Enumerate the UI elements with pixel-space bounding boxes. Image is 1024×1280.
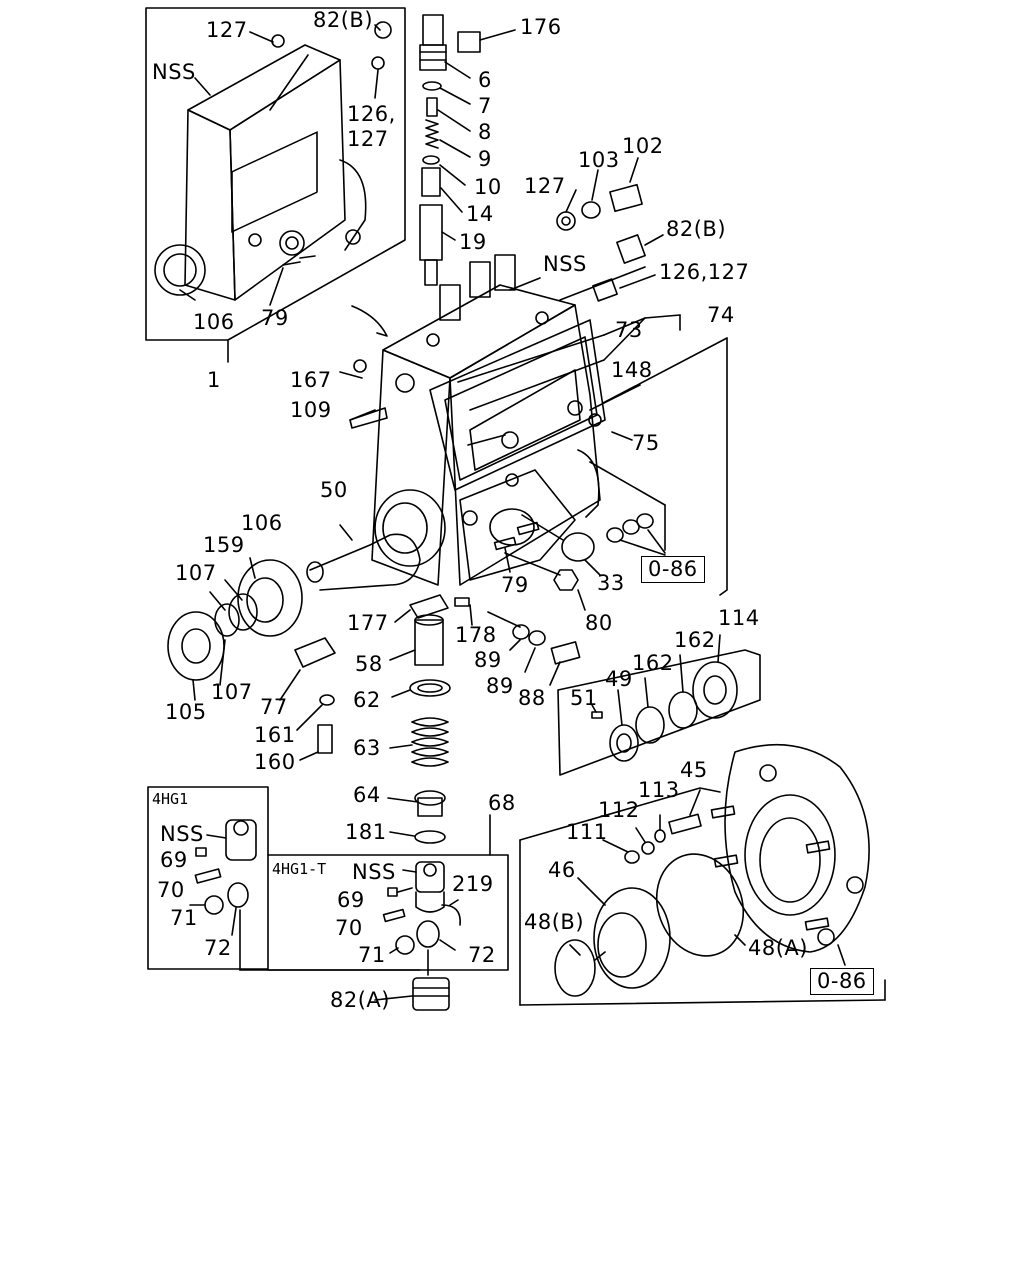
label-106: 106 <box>241 511 283 535</box>
box-4hg1t <box>267 814 509 1011</box>
label-127: 127 <box>206 18 248 42</box>
label-10: 10 <box>474 175 502 199</box>
label-105: 105 <box>165 700 207 724</box>
housing-inset <box>145 7 406 363</box>
delivery-valve-stack <box>419 14 471 286</box>
label-79: 79 <box>501 573 529 597</box>
label-51: 51 <box>570 686 598 710</box>
bearing-group <box>557 634 761 776</box>
label-161: 161 <box>254 723 296 747</box>
label-103: 103 <box>578 148 620 172</box>
label-4hg1-t: 4HG1-T <box>272 860 327 878</box>
label-50: 50 <box>320 478 348 502</box>
label-45: 45 <box>680 758 708 782</box>
label-4hg1: 4HG1 <box>152 790 189 808</box>
label-nss: NSS <box>543 252 587 276</box>
label-19: 19 <box>459 230 487 254</box>
label-167: 167 <box>290 368 332 392</box>
label-nss: NSS <box>160 822 204 846</box>
label-70: 70 <box>157 878 185 902</box>
label-126-127: 126,127 <box>659 260 750 284</box>
label-64: 64 <box>353 783 381 807</box>
label-63: 63 <box>353 736 381 760</box>
label-70: 70 <box>335 916 363 940</box>
fittings-upper-right <box>556 157 664 302</box>
label-58: 58 <box>355 652 383 676</box>
label-88: 88 <box>518 686 546 710</box>
label-159: 159 <box>203 533 245 557</box>
label-75: 75 <box>632 431 660 455</box>
label-9: 9 <box>478 147 492 171</box>
label-49: 49 <box>605 667 633 691</box>
label-127: 127 <box>524 174 566 198</box>
label-160: 160 <box>254 750 296 774</box>
label-177: 177 <box>347 611 389 635</box>
label-162: 162 <box>632 651 674 675</box>
label-33: 33 <box>597 571 625 595</box>
label-114: 114 <box>718 606 760 630</box>
label-126: 126, <box>347 102 396 126</box>
label-71: 71 <box>170 906 198 930</box>
label-102: 102 <box>622 134 664 158</box>
label-69: 69 <box>160 848 188 872</box>
label-112: 112 <box>598 798 640 822</box>
label-82b: 82(B) <box>666 217 727 241</box>
label-107: 107 <box>211 680 253 704</box>
label-72: 72 <box>204 936 232 960</box>
label-14: 14 <box>466 202 494 226</box>
label-82b: 82(B) <box>313 8 374 32</box>
reference-box-0-86: 0-86 <box>641 556 705 584</box>
label-80: 80 <box>585 611 613 635</box>
label-62: 62 <box>353 688 381 712</box>
camshaft-assembly <box>167 524 421 701</box>
label-46: 46 <box>548 858 576 882</box>
label-1: 1 <box>207 368 221 392</box>
label-6: 6 <box>478 68 492 92</box>
label-162: 162 <box>674 628 716 652</box>
tappet-stack <box>279 594 581 844</box>
label-176: 176 <box>520 15 562 39</box>
label-82a: 82(A) <box>330 988 390 1012</box>
label-107: 107 <box>175 561 217 585</box>
label-148: 148 <box>611 358 653 382</box>
label-106: 106 <box>193 310 235 334</box>
label-89: 89 <box>486 674 514 698</box>
label-68: 68 <box>488 791 516 815</box>
label-72: 72 <box>468 943 496 967</box>
label-nss: NSS <box>352 860 396 884</box>
label-219: 219 <box>452 872 494 896</box>
label-71: 71 <box>358 943 386 967</box>
label-113: 113 <box>638 778 680 802</box>
label-69: 69 <box>337 888 365 912</box>
reference-box-0-86: 0-86 <box>810 968 874 996</box>
label-77: 77 <box>260 695 288 719</box>
label-127: 127 <box>347 127 389 151</box>
label-74: 74 <box>707 303 735 327</box>
label-7: 7 <box>478 94 492 118</box>
label-8: 8 <box>478 120 492 144</box>
label-89: 89 <box>474 648 502 672</box>
label-48a: 48(A) <box>748 936 808 960</box>
label-178: 178 <box>455 623 497 647</box>
label-48b: 48(B) <box>524 910 585 934</box>
governor-housing-group <box>519 743 886 1006</box>
label-111: 111 <box>566 820 608 844</box>
label-181: 181 <box>345 820 387 844</box>
label-109: 109 <box>290 398 332 422</box>
label-79: 79 <box>261 306 289 330</box>
label-73: 73 <box>615 318 643 342</box>
label-nss: NSS <box>152 60 196 84</box>
